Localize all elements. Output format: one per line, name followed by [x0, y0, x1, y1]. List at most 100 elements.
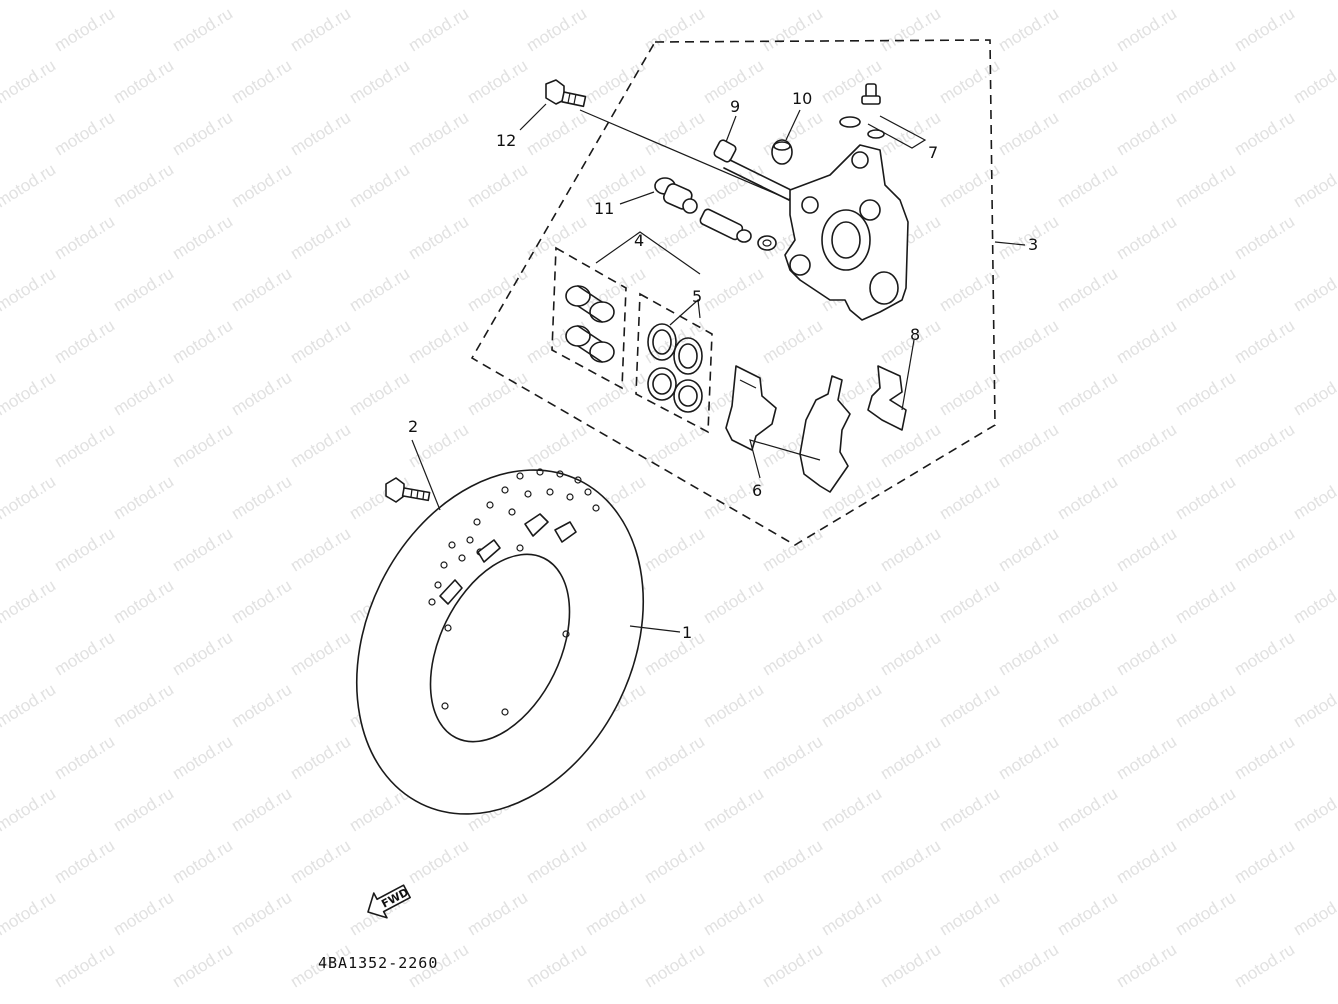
watermark-text: motod.ru: [1113, 628, 1180, 680]
watermark-text: motod.ru: [936, 56, 1003, 108]
watermark-text: motod.ru: [0, 368, 59, 420]
watermark-text: motod.ru: [0, 0, 59, 3]
watermark-text: motod.ru: [1113, 108, 1180, 160]
watermark-text: motod.ru: [169, 732, 236, 784]
watermark-text: motod.ru: [0, 576, 59, 628]
callout-2: 2: [408, 417, 418, 436]
watermark-text: motod.ru: [818, 576, 885, 628]
watermark-text: motod.ru: [759, 4, 826, 56]
watermark-text: motod.ru: [995, 420, 1062, 472]
watermark-text: motod.ru: [1231, 316, 1298, 368]
watermark-text: motod.ru: [1054, 368, 1121, 420]
watermark-text: motod.ru: [405, 212, 472, 264]
watermark-text: motod.ru: [641, 732, 708, 784]
pin-boot: [771, 139, 793, 165]
watermark-text: motod.ru: [169, 524, 236, 576]
watermark-text: motod.ru: [1113, 212, 1180, 264]
watermark-text: motod.ru: [1172, 368, 1239, 420]
watermark-text: motod.ru: [0, 56, 59, 108]
watermark-text: motod.ru: [641, 836, 708, 888]
watermark-text: motod.ru: [995, 732, 1062, 784]
watermark-text: motod.ru: [287, 420, 354, 472]
watermark-text: motod.ru: [1113, 316, 1180, 368]
watermark-text: motod.ru: [1054, 680, 1121, 732]
watermark-text: motod.ru: [1231, 628, 1298, 680]
watermark-text: motod.ru: [700, 264, 767, 316]
watermark-text: motod.ru: [110, 472, 177, 524]
watermark-text: motod.ru: [346, 368, 413, 420]
watermark-text: motod.ru: [995, 628, 1062, 680]
watermark-text: motod.ru: [51, 316, 118, 368]
watermark-text: motod.ru: [995, 316, 1062, 368]
watermark-text: motod.ru: [818, 0, 885, 3]
callout-12: 12: [496, 131, 516, 150]
callout-4: 4: [634, 231, 644, 250]
watermark-text: motod.ru: [228, 888, 295, 940]
watermark-text: motod.ru: [228, 576, 295, 628]
watermark-text: motod.ru: [110, 680, 177, 732]
callout-8: 8: [910, 325, 920, 344]
watermark-text: motod.ru: [818, 784, 885, 836]
callout-7: 7: [928, 143, 938, 162]
watermark-text: motod.ru: [0, 264, 59, 316]
watermark-text: motod.ru: [405, 108, 472, 160]
watermark-text: motod.ru: [51, 836, 118, 888]
watermark-text: motod.ru: [1054, 160, 1121, 212]
watermark-text: motod.ru: [936, 680, 1003, 732]
watermark-text: motod.ru: [523, 420, 590, 472]
watermark-text: motod.ru: [228, 0, 295, 3]
watermark-text: motod.ru: [110, 0, 177, 3]
watermark-text: motod.ru: [287, 4, 354, 56]
support-bolt: [654, 177, 777, 251]
watermark-text: motod.ru: [464, 56, 531, 108]
watermark-text: motod.ru: [877, 836, 944, 888]
watermark-text: motod.ru: [169, 836, 236, 888]
watermark-text: motod.ru: [582, 0, 649, 3]
watermark-text: motod.ru: [51, 628, 118, 680]
watermark-text: motod.ru: [641, 628, 708, 680]
seal-kit-box: [551, 246, 627, 390]
watermark-text: motod.ru: [641, 108, 708, 160]
watermark-text: motod.ru: [110, 368, 177, 420]
watermark-text: motod.ru: [51, 732, 118, 784]
watermark-text: motod.ru: [759, 836, 826, 888]
watermark-text: motod.ru: [700, 0, 767, 3]
callout-6: 6: [752, 481, 762, 500]
watermark-text: motod.ru: [1290, 368, 1338, 420]
watermark-text: motod.ru: [1172, 264, 1239, 316]
watermark-text: motod.ru: [169, 108, 236, 160]
watermark-text: motod.ru: [1290, 784, 1338, 836]
watermark-text: motod.ru: [1231, 212, 1298, 264]
watermark-text: motod.ru: [51, 4, 118, 56]
watermark-text: motod.ru: [641, 524, 708, 576]
callout-5: 5: [692, 287, 702, 306]
watermark-text: motod.ru: [287, 212, 354, 264]
watermark-text: motod.ru: [287, 108, 354, 160]
watermark-text: motod.ru: [523, 212, 590, 264]
watermark-text: motod.ru: [995, 836, 1062, 888]
watermark-text: motod.ru: [818, 888, 885, 940]
watermark-text: motod.ru: [51, 108, 118, 160]
watermark-text: motod.ru: [936, 368, 1003, 420]
watermark-text: motod.ru: [1054, 784, 1121, 836]
watermark-text: motod.ru: [936, 0, 1003, 3]
watermark-text: motod.ru: [582, 160, 649, 212]
watermark-text: motod.ru: [346, 0, 413, 3]
watermark-text: motod.ru: [0, 472, 59, 524]
watermark-text: motod.ru: [1054, 472, 1121, 524]
watermark-text: motod.ru: [110, 888, 177, 940]
watermark-text: motod.ru: [169, 212, 236, 264]
watermark-text: motod.ru: [51, 524, 118, 576]
watermark-text: motod.ru: [51, 940, 118, 992]
watermark-text: motod.ru: [110, 264, 177, 316]
watermark-text: motod.ru: [582, 56, 649, 108]
watermark-text: motod.ru: [936, 472, 1003, 524]
watermark-text: motod.ru: [346, 264, 413, 316]
watermark-text: motod.ru: [228, 472, 295, 524]
watermark-text: motod.ru: [1172, 472, 1239, 524]
watermark-text: motod.ru: [405, 836, 472, 888]
watermark-text: motod.ru: [169, 4, 236, 56]
watermark-text: motod.ru: [1290, 888, 1338, 940]
watermark-text: motod.ru: [1290, 0, 1338, 3]
